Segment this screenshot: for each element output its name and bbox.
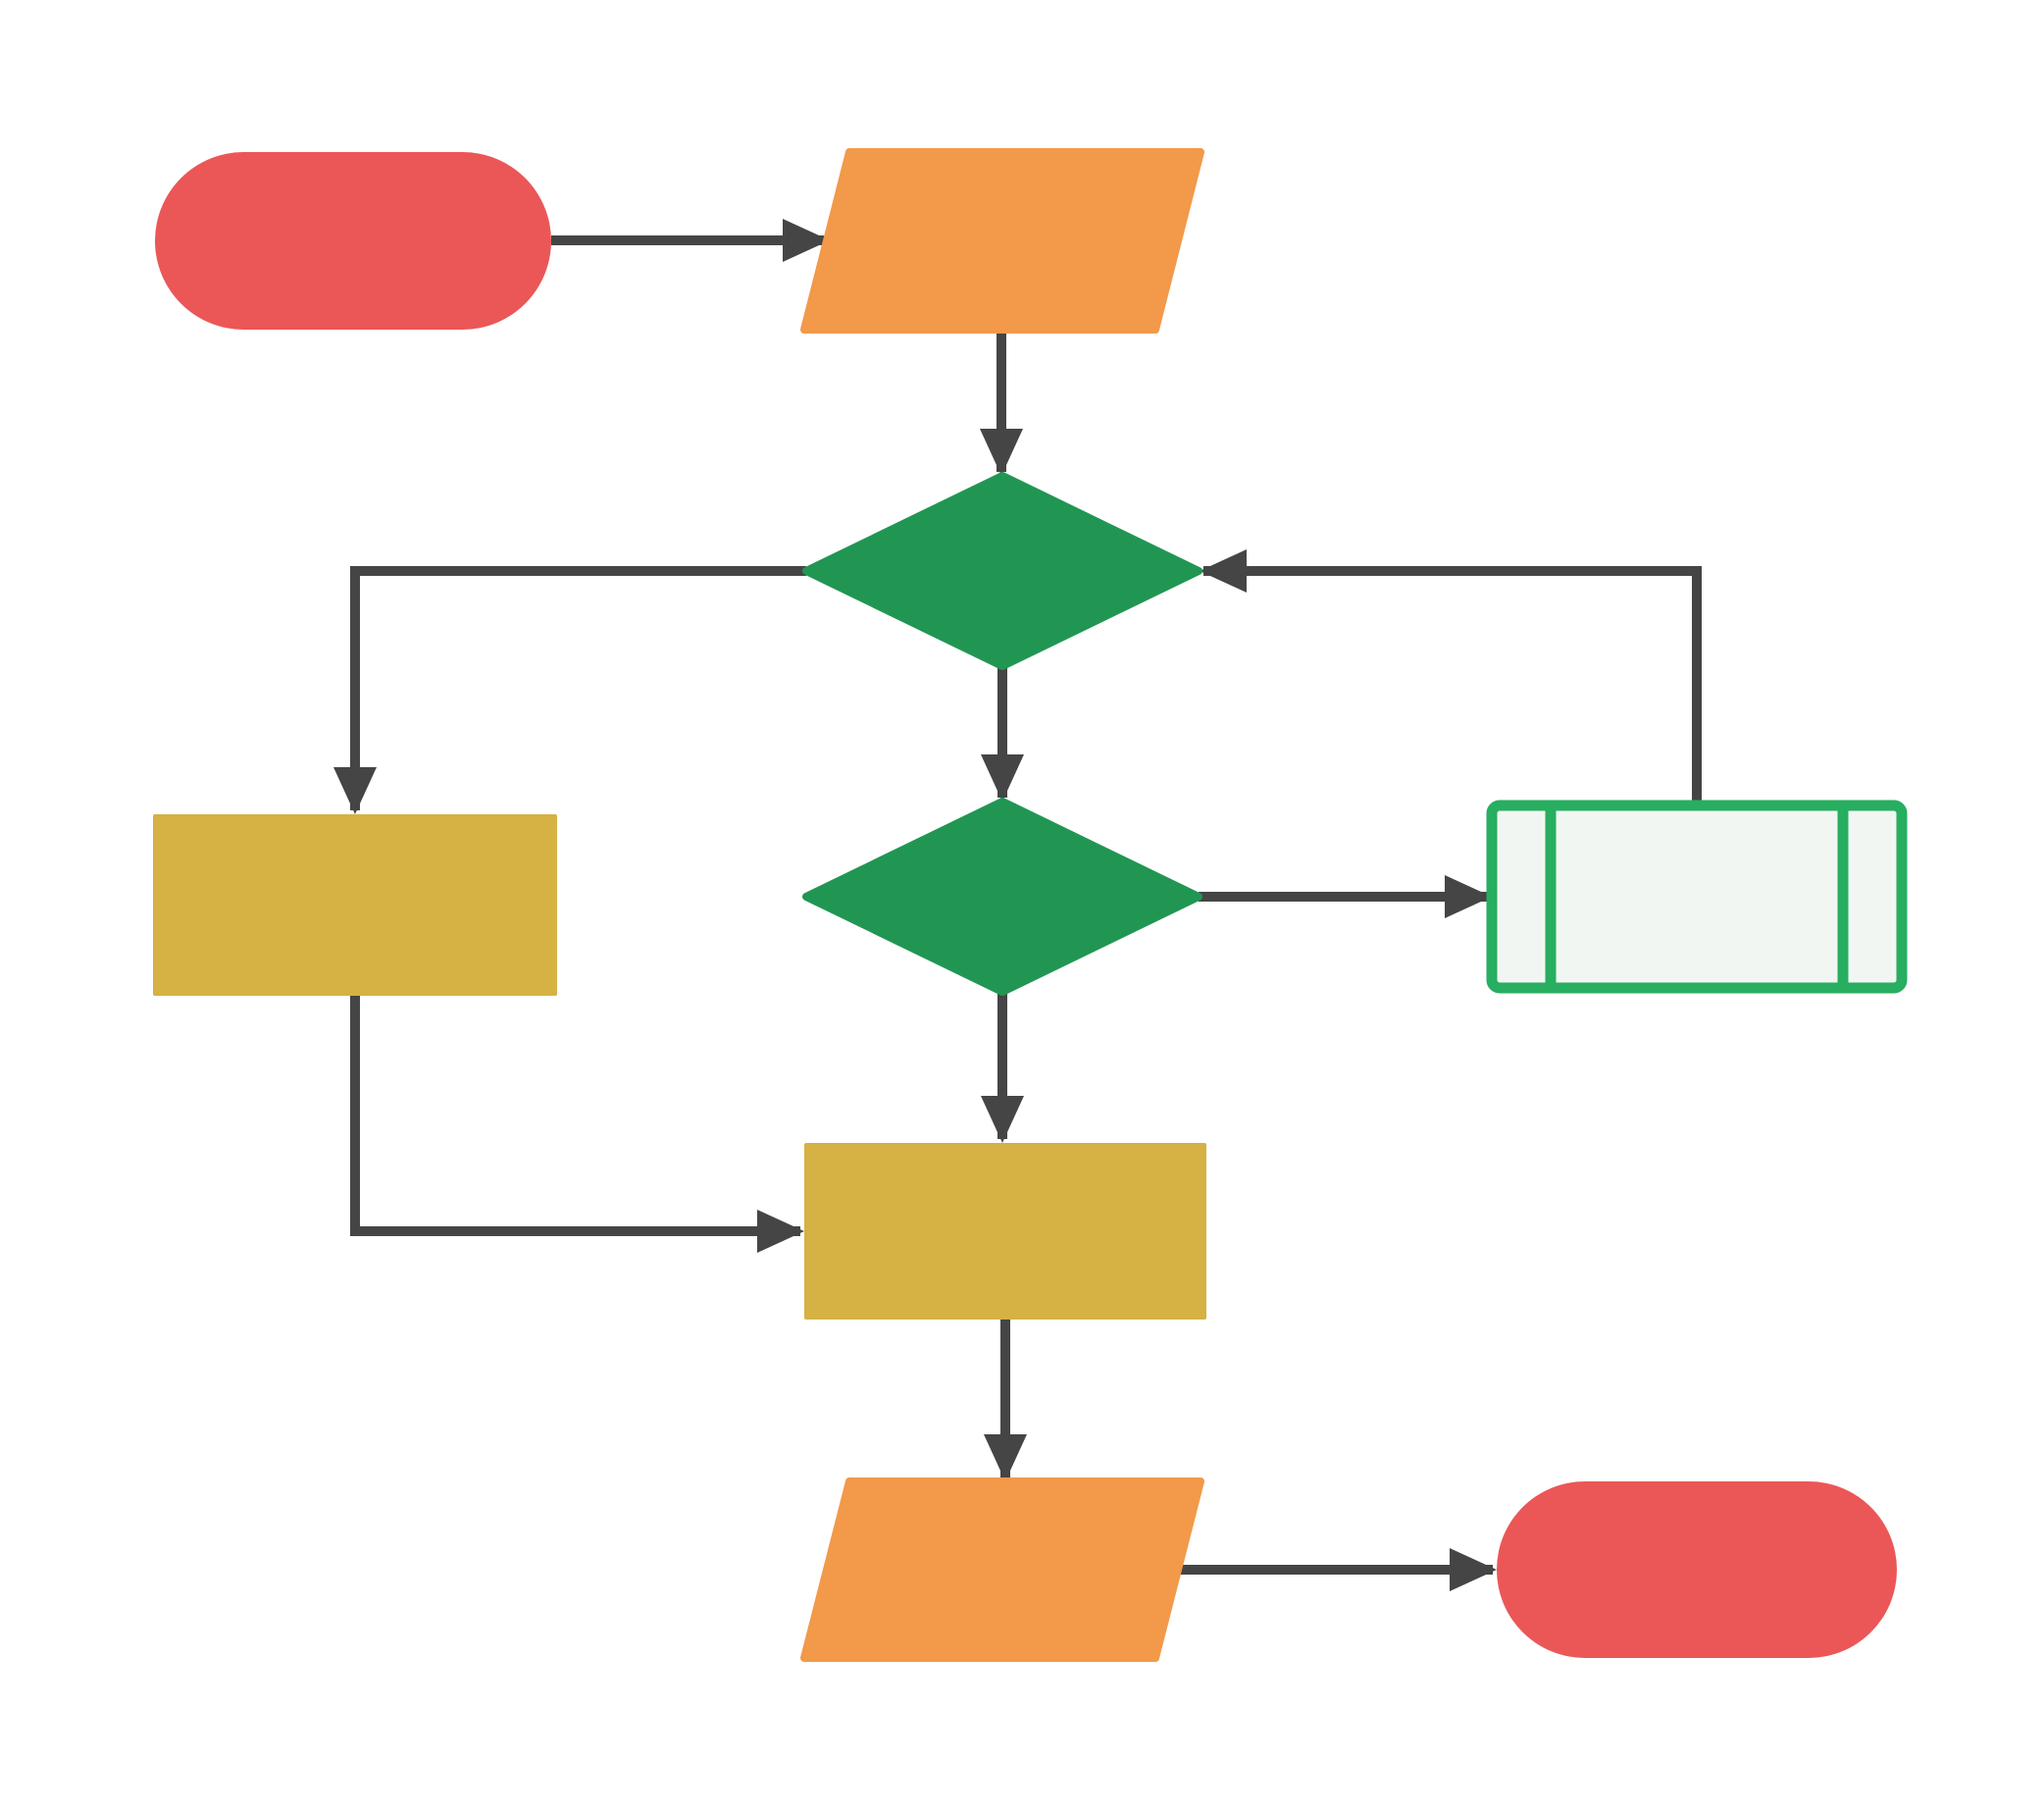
- start-terminator[interactable]: [155, 152, 551, 330]
- subroutine-body: [1486, 800, 1908, 994]
- edge-subroutine-to-decision-top[interactable]: [1200, 549, 1702, 805]
- input-parallelogram-top[interactable]: [800, 148, 1204, 334]
- decision-diamond-top[interactable]: [802, 472, 1202, 670]
- process-rect-center[interactable]: [804, 1143, 1206, 1320]
- nodes-layer: [153, 148, 1908, 1662]
- edge-decision-top-to-process-left[interactable]: [333, 566, 806, 814]
- process-rect-left[interactable]: [153, 814, 557, 996]
- edge-process-left-to-process-center[interactable]: [350, 996, 804, 1253]
- output-parallelogram-bottom[interactable]: [800, 1477, 1204, 1662]
- end-terminator[interactable]: [1497, 1481, 1897, 1658]
- decision-diamond-middle[interactable]: [802, 798, 1202, 996]
- subroutine-rect-right[interactable]: [1486, 800, 1908, 994]
- edges-layer: [333, 218, 1702, 1591]
